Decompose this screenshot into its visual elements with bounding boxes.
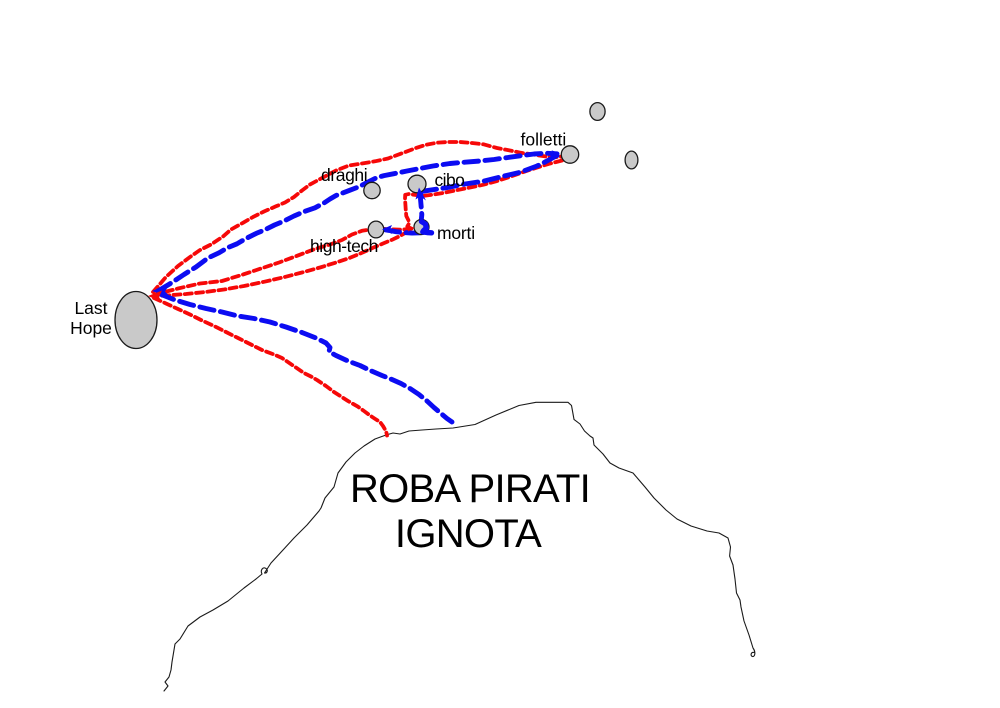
svg-text:Hope: Hope: [70, 318, 112, 338]
svg-text:morti: morti: [437, 223, 475, 243]
svg-text:IGNOTA: IGNOTA: [395, 512, 542, 556]
svg-text:folletti: folletti: [521, 130, 567, 150]
svg-text:ROBA PIRATI: ROBA PIRATI: [350, 467, 590, 511]
svg-text:high-tech: high-tech: [310, 236, 378, 256]
svg-text:Last: Last: [74, 298, 107, 318]
svg-text:draghi: draghi: [321, 165, 367, 185]
svg-text:cibo: cibo: [435, 170, 465, 190]
